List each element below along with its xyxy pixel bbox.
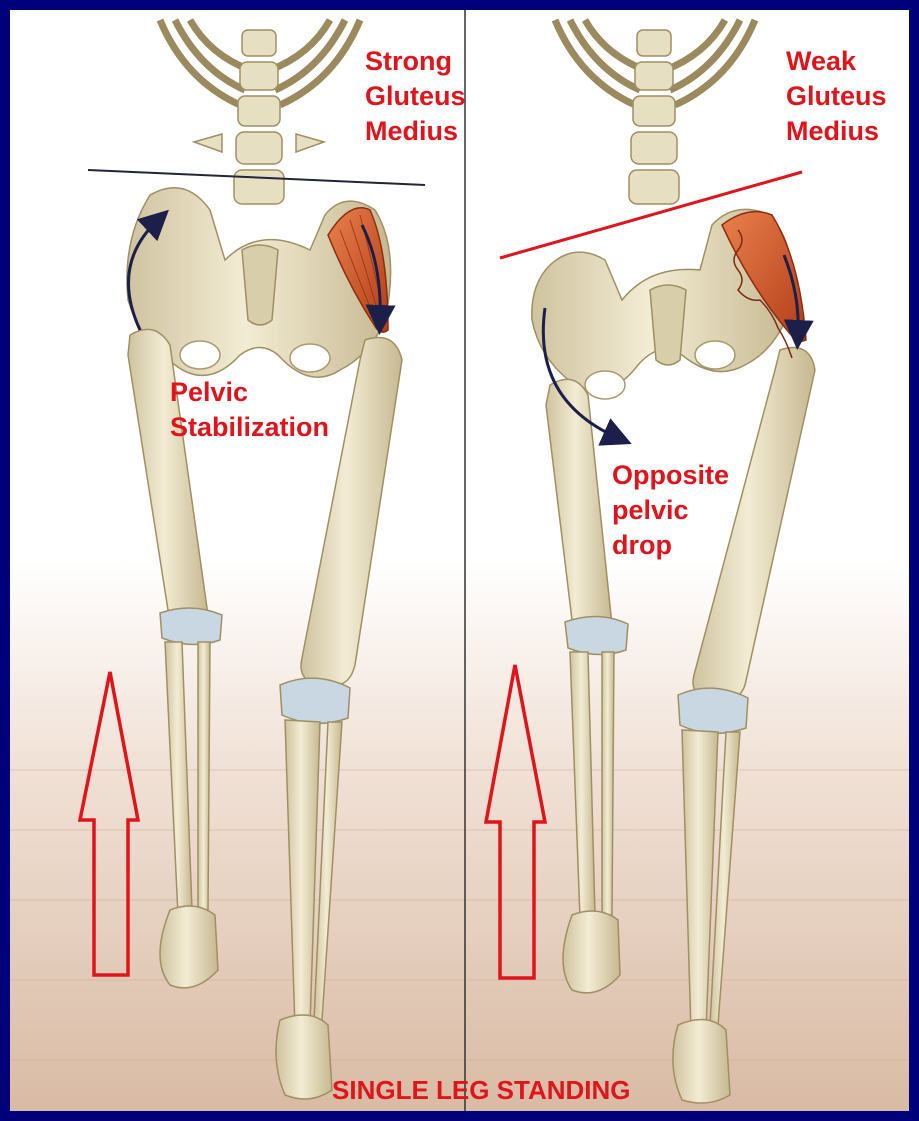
opposite-pelvic-drop-line-1: Opposite — [612, 458, 729, 493]
strong-gluteus-label: Strong Gluteus Medius — [365, 44, 466, 149]
strong-gluteus-line-1: Strong — [365, 44, 466, 79]
left-fibula-1 — [198, 642, 210, 912]
left-foot-2 — [276, 1015, 332, 1099]
right-fibula-1 — [602, 652, 614, 916]
background-floor — [10, 10, 909, 1111]
anatomy-illustration — [10, 10, 909, 1111]
pelvic-stabilization-line-1: Pelvic — [170, 375, 329, 410]
strong-gluteus-line-2: Gluteus — [365, 79, 466, 114]
left-foot-1 — [160, 906, 218, 988]
weak-gluteus-line-2: Gluteus — [786, 79, 887, 114]
pelvic-stabilization-label: Pelvic Stabilization — [170, 375, 329, 445]
figure: Strong Gluteus Medius Weak Gluteus Mediu… — [10, 10, 909, 1111]
right-knee-1 — [565, 616, 628, 654]
figure-title: SINGLE LEG STANDING — [332, 1075, 631, 1105]
opposite-pelvic-drop-line-3: drop — [612, 528, 729, 563]
opposite-pelvic-drop-line-2: pelvic — [612, 493, 729, 528]
right-foot-2 — [673, 1020, 730, 1103]
weak-gluteus-label: Weak Gluteus Medius — [786, 44, 887, 149]
left-knee-2 — [280, 678, 350, 723]
right-knee-2 — [678, 688, 748, 733]
right-foot-1 — [563, 911, 620, 993]
weak-gluteus-line-3: Medius — [786, 114, 887, 149]
weak-gluteus-line-1: Weak — [786, 44, 887, 79]
strong-gluteus-line-3: Medius — [365, 114, 466, 149]
left-knee-1 — [160, 608, 222, 645]
opposite-pelvic-drop-label: Opposite pelvic drop — [612, 458, 729, 563]
pelvic-stabilization-line-2: Stabilization — [170, 410, 329, 445]
